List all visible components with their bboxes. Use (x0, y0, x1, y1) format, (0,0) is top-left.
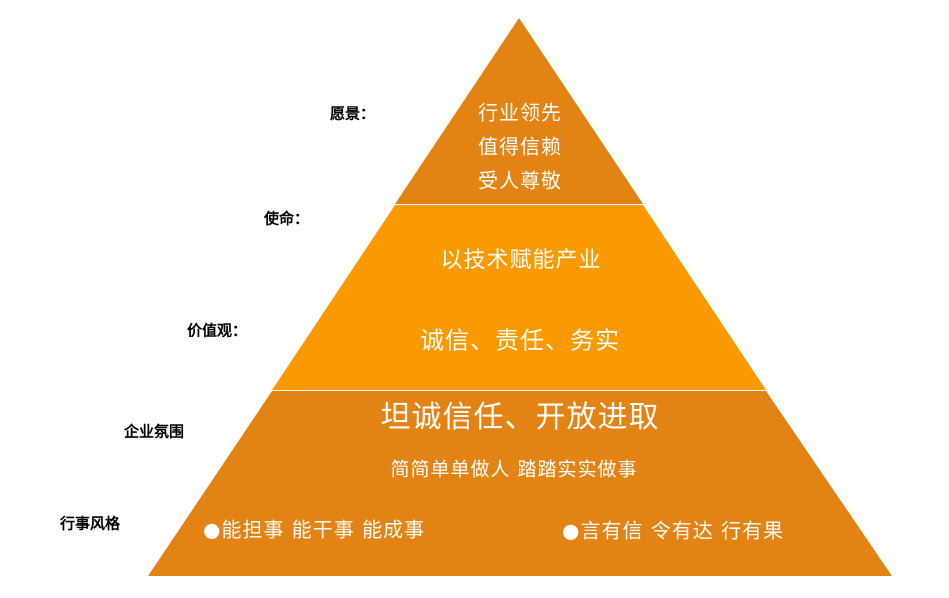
label-mission: 使命： (264, 209, 310, 228)
values-text: 诚信、责任、务实 (420, 326, 620, 355)
vision-line: 行业领先 (478, 100, 562, 125)
pyramid-bottom-tier (148, 391, 892, 576)
pyramid-middle-tier (272, 205, 766, 390)
vision-line: 值得信赖 (478, 134, 562, 159)
label-vision: 愿景： (330, 104, 376, 123)
atmosphere-subtext: 简简单单做人 踏踏实实做事 (390, 458, 638, 481)
vision-line: 受人尊敬 (478, 168, 562, 193)
style-left-text: ●能担事 能干事 能成事 (203, 517, 426, 542)
atmosphere-text: 坦诚信任、开放进取 (380, 400, 660, 435)
label-values: 价值观： (187, 321, 248, 340)
mission-text: 以技术赋能产业 (440, 248, 602, 273)
label-atmosphere: 企业氛围 (124, 422, 185, 441)
pyramid-top-tier (395, 18, 643, 204)
label-style: 行事风格 (60, 514, 121, 533)
style-right-text: ●言有信 令有达 行有果 (562, 518, 785, 543)
